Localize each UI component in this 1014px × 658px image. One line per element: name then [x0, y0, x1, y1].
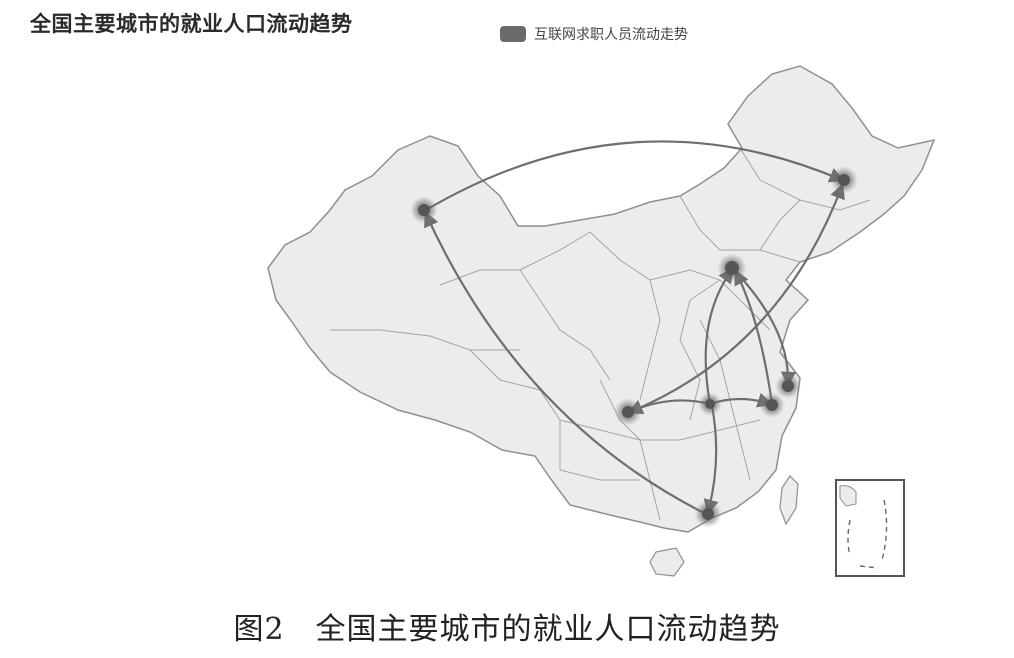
china-map — [267, 65, 936, 577]
city-node-icon — [717, 253, 747, 283]
city-node-icon — [759, 392, 785, 418]
china-outline — [267, 65, 936, 533]
flow-wuhan-beijing — [704, 267, 734, 405]
flow-guangzhou-urumqi — [424, 211, 707, 515]
flow-lines — [424, 140, 845, 515]
flow-beijing-nanjing — [735, 271, 797, 388]
map-title: 全国主要城市的就业人口流动趋势 — [30, 12, 353, 36]
province-borders — [330, 147, 871, 521]
hainan-island — [649, 547, 685, 577]
city-node-icon — [694, 500, 722, 528]
figure-caption: 图2 全国主要城市的就业人口流动趋势 — [233, 612, 781, 647]
legend-label: 互联网求职人员流动走势 — [534, 27, 688, 43]
city-node-icon — [614, 398, 642, 426]
legend[interactable]: 互联网求职人员流动走势 — [500, 24, 688, 44]
flow-shanghai-beijing — [734, 269, 774, 405]
city-node-icon — [775, 373, 801, 399]
city-nodes — [410, 166, 858, 528]
city-node-icon — [698, 392, 722, 416]
legend-swatch — [500, 26, 526, 42]
flow-urumqi-harbin — [425, 140, 845, 211]
flow-chengdu-harbin — [629, 183, 845, 414]
taiwan-island — [779, 475, 799, 526]
city-node-icon — [410, 196, 438, 224]
inset-map-icon — [835, 479, 905, 577]
city-node-icon — [830, 166, 858, 194]
